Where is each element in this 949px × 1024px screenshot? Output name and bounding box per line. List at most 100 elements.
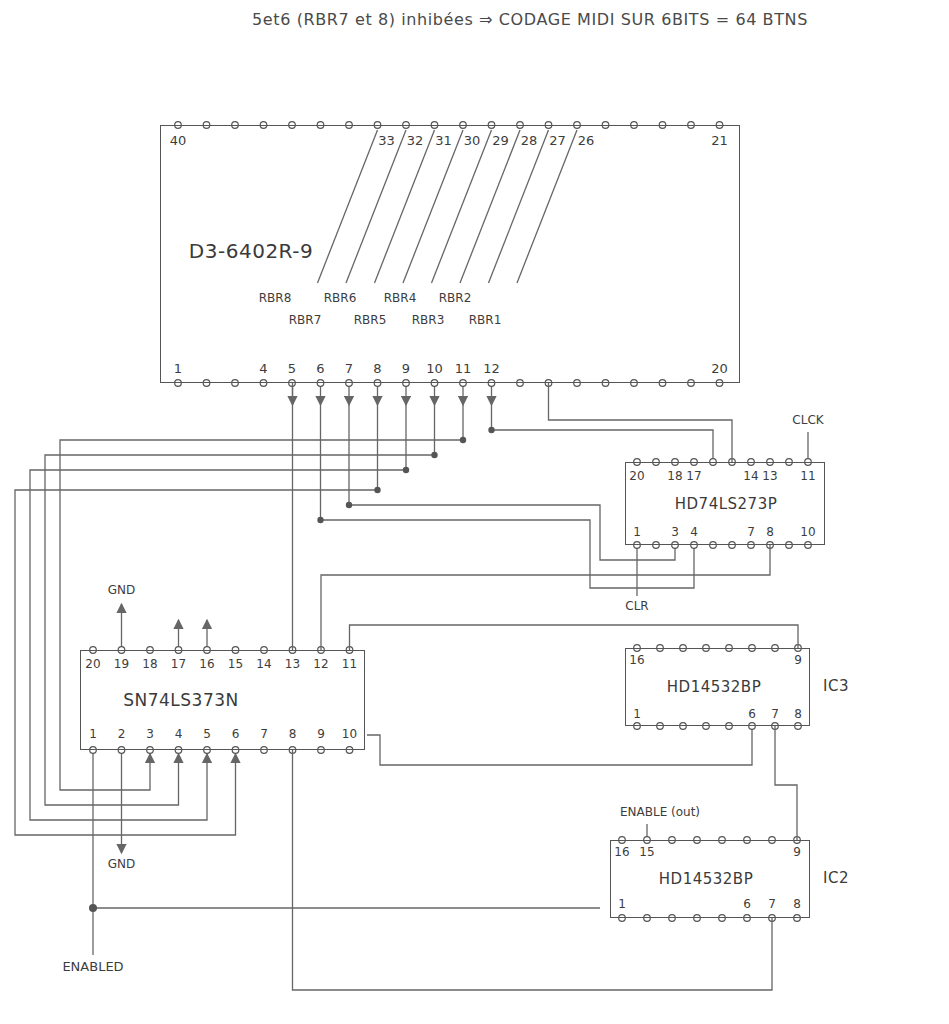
- wire: [60, 405, 463, 790]
- pin-number: 6: [231, 728, 241, 741]
- pin-dot: [748, 542, 755, 549]
- pin-number: 4: [689, 526, 699, 539]
- pin-dot: [431, 380, 438, 387]
- signal-name: RBR6: [323, 292, 358, 305]
- signal-name: CLCK: [791, 414, 824, 427]
- internal-wire: [432, 130, 492, 283]
- pin-dot: [729, 542, 736, 549]
- pin-number: 27: [548, 134, 567, 148]
- chip-box: HD74LS273P: [625, 462, 825, 545]
- pin-dot: [644, 915, 651, 922]
- pin-arrow: [434, 386, 435, 405]
- pin-dot: [786, 542, 793, 549]
- pin-arrow: [206, 620, 207, 648]
- chip-ref: IC3: [823, 678, 849, 695]
- junction-dot: [89, 904, 97, 912]
- pin-number: 20: [84, 658, 101, 671]
- wire-connector: [293, 750, 773, 990]
- pin-number: 14: [742, 470, 759, 483]
- pin-arrow: [178, 620, 179, 648]
- pin-number: 20: [710, 362, 729, 376]
- pin-number: 1: [88, 728, 98, 741]
- pin-number: 18: [666, 470, 683, 483]
- pin-number: 3: [670, 526, 680, 539]
- pin-dot: [203, 380, 210, 387]
- pin-number: 9: [793, 654, 803, 667]
- pin-number: 19: [113, 658, 130, 671]
- junction-dot: [317, 517, 323, 523]
- wire: [367, 728, 752, 765]
- junction-dot: [403, 467, 409, 473]
- pin-number: 7: [767, 898, 777, 911]
- wire: [15, 405, 378, 835]
- signal-name: RBR4: [383, 292, 418, 305]
- pin-dot: [374, 380, 381, 387]
- pin-number: 13: [761, 470, 778, 483]
- pin-number: 4: [174, 728, 184, 741]
- pin-dot: [118, 747, 125, 754]
- pin-dot: [318, 747, 325, 754]
- pin-dot: [346, 380, 353, 387]
- pin-number: 12: [482, 362, 501, 376]
- pin-dot: [672, 542, 679, 549]
- internal-wire: [346, 130, 406, 283]
- pin-dot: [669, 915, 676, 922]
- pin-dot: [795, 723, 802, 730]
- pin-number: 32: [406, 134, 425, 148]
- pin-arrow: [491, 386, 492, 405]
- pin-number: 13: [284, 658, 301, 671]
- signal-name: RBR3: [411, 314, 446, 327]
- internal-wire: [517, 130, 577, 283]
- pin-number: 10: [341, 728, 358, 741]
- pin-number: 1: [173, 362, 183, 376]
- pin-number: 2: [117, 728, 127, 741]
- pin-number: 11: [799, 470, 816, 483]
- internal-wire: [489, 130, 549, 283]
- signal-wire: [93, 907, 600, 908]
- internal-wire: [460, 130, 520, 283]
- signal-name: ENABLE (out): [619, 806, 701, 819]
- pin-arrow: [462, 386, 463, 405]
- junction-dot: [346, 502, 352, 508]
- chip-name: D3-6402R-9: [189, 240, 313, 263]
- pin-dot: [719, 915, 726, 922]
- gnd-arrow: [121, 752, 122, 853]
- pin-dot: [574, 380, 581, 387]
- pin-arrow: [405, 386, 406, 405]
- pin-number: 14: [255, 658, 272, 671]
- pin-dot: [403, 380, 410, 387]
- pin-dot: [175, 747, 182, 754]
- pin-dot: [703, 723, 710, 730]
- pin-number: 10: [799, 526, 816, 539]
- gnd-arrow: [121, 604, 122, 648]
- pin-number: 8: [793, 708, 803, 721]
- pin-number: 8: [372, 362, 382, 376]
- pin-number: 9: [401, 362, 411, 376]
- pin-dot: [716, 380, 723, 387]
- pin-dot: [691, 542, 698, 549]
- pin-dot: [710, 542, 717, 549]
- junction-dot: [488, 427, 494, 433]
- internal-wire: [375, 130, 435, 283]
- pin-dot: [488, 380, 495, 387]
- pin-number: 9: [316, 728, 326, 741]
- signal-name: GND: [107, 858, 137, 871]
- pin-number: 29: [491, 134, 510, 148]
- internal-wire: [403, 130, 463, 283]
- pin-number: 4: [258, 362, 268, 376]
- pin-dot: [694, 915, 701, 922]
- junction-dot: [431, 452, 437, 458]
- pin-number: 11: [454, 362, 473, 376]
- pin-group: [90, 122, 812, 922]
- signal-wire: [646, 824, 647, 838]
- pin-number: 9: [792, 846, 802, 859]
- pin-number: 18: [141, 658, 158, 671]
- pin-number: 20: [628, 470, 645, 483]
- pin-number: 33: [377, 134, 396, 148]
- pin-dot: [175, 380, 182, 387]
- pin-number: 5: [202, 728, 212, 741]
- pin-number: 15: [227, 658, 244, 671]
- chip-ref: IC2: [823, 870, 849, 887]
